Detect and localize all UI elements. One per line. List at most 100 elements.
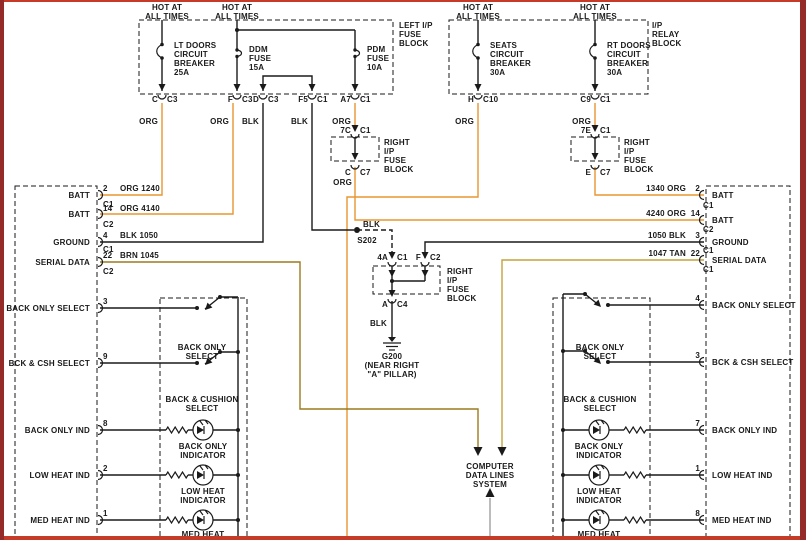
diagram-label: C <box>345 168 351 177</box>
wire-org <box>100 103 234 215</box>
diagram-label: 22 <box>691 249 701 258</box>
connector-pin <box>698 356 705 368</box>
arrowhead <box>388 270 396 277</box>
diagram-label: H <box>468 95 474 104</box>
diagram-label: C9 <box>580 95 591 104</box>
dashed-component-box <box>448 19 649 95</box>
arrowhead <box>593 299 601 307</box>
connector-pin <box>350 133 360 139</box>
diagram-label: A <box>382 300 388 309</box>
arrowhead <box>421 270 429 277</box>
wire-org <box>100 103 163 196</box>
fuse-symbol <box>236 49 243 58</box>
diagram-label: 1 <box>103 509 108 518</box>
connector-pin <box>97 469 104 481</box>
connector-pin <box>698 469 705 481</box>
connector-pin <box>350 94 360 100</box>
dashed-component-box <box>159 297 248 540</box>
arrowhead <box>388 252 396 259</box>
diagram-label: 1 <box>695 464 700 473</box>
led-indicator-symbol <box>197 426 204 434</box>
circuit-breaker-symbol <box>589 43 596 59</box>
connector-pin <box>590 94 600 100</box>
connector-pin <box>698 189 705 201</box>
splice-dot <box>354 227 360 233</box>
diagram-label: 9 <box>103 352 108 361</box>
junction-dot <box>561 473 565 477</box>
dashed-component-box <box>138 19 394 95</box>
resistor-symbol <box>165 425 189 435</box>
connector-pin <box>258 94 268 100</box>
arrowhead <box>474 84 482 91</box>
dashed-component-box <box>705 185 791 540</box>
led-indicator-symbol <box>593 516 600 524</box>
arrowhead <box>485 488 495 497</box>
diagram-label: ORG <box>210 117 229 126</box>
connector-pin <box>387 261 397 267</box>
diagram-label: BACK ONLY IND <box>25 426 90 435</box>
junction-dot <box>606 360 610 364</box>
diagram-label: C2 <box>430 253 441 262</box>
arrowhead <box>591 153 599 160</box>
diagram-label: 3 <box>103 297 108 306</box>
diagram-label: C2 <box>103 267 114 276</box>
diagram-label: 14 <box>691 209 701 218</box>
page-border <box>800 0 806 540</box>
diagram-label: F5 <box>298 95 308 104</box>
diagram-label: C1 <box>360 126 371 135</box>
diagram-label: C3 <box>268 95 279 104</box>
diagram-label: C1 <box>600 95 611 104</box>
diagram-label: C4 <box>397 300 408 309</box>
arrowhead <box>351 125 359 132</box>
diagram-label: C3 <box>167 95 178 104</box>
led-indicator-symbol <box>192 464 214 486</box>
led-indicator-symbol <box>588 509 610 531</box>
dashed-component-box <box>372 265 441 295</box>
diagram-label: 2 <box>103 464 108 473</box>
diagram-label: 14 <box>103 204 113 213</box>
diagram-label: MED HEAT <box>578 530 621 539</box>
connector-pin <box>97 302 104 314</box>
arrowhead <box>233 84 241 91</box>
wire-org <box>354 167 704 221</box>
diagram-label: BACK ONLY SELECT <box>6 304 90 313</box>
arrowhead <box>591 125 599 132</box>
arrowhead <box>473 447 483 456</box>
diagram-label: BLK <box>370 319 387 328</box>
diagram-label: C1 <box>703 201 714 210</box>
diagram-label: C1 <box>103 200 114 209</box>
diagram-label: ORG <box>139 117 158 126</box>
led-indicator-symbol <box>593 426 600 434</box>
diagram-label: SERIAL DATA <box>712 256 767 265</box>
wire-org <box>346 103 479 540</box>
page-border <box>0 0 4 540</box>
connector-pin <box>97 256 104 268</box>
diagram-label: 22 <box>103 251 113 260</box>
diagram-label: SERIAL DATA <box>35 258 90 267</box>
connector-pin <box>473 94 483 100</box>
led-indicator-symbol <box>600 419 605 425</box>
junction-dot <box>218 350 222 354</box>
diagram-label: ORG <box>572 117 591 126</box>
diagram-label: BLK <box>363 220 380 229</box>
diagram-label: 4240 ORG <box>646 209 686 218</box>
led-indicator-symbol <box>199 465 204 471</box>
connector-pin <box>97 189 104 201</box>
led-indicator-symbol <box>595 465 600 471</box>
arrowhead <box>259 84 267 91</box>
diagram-label: BATT <box>712 216 734 225</box>
junction-dot <box>195 306 199 310</box>
diagram-label: BCK & CSH SELECT <box>712 358 793 367</box>
diagram-label: F <box>228 95 233 104</box>
diagram-label: 3 <box>695 351 700 360</box>
junction-dot <box>561 518 565 522</box>
diagram-label: BLK <box>242 117 259 126</box>
